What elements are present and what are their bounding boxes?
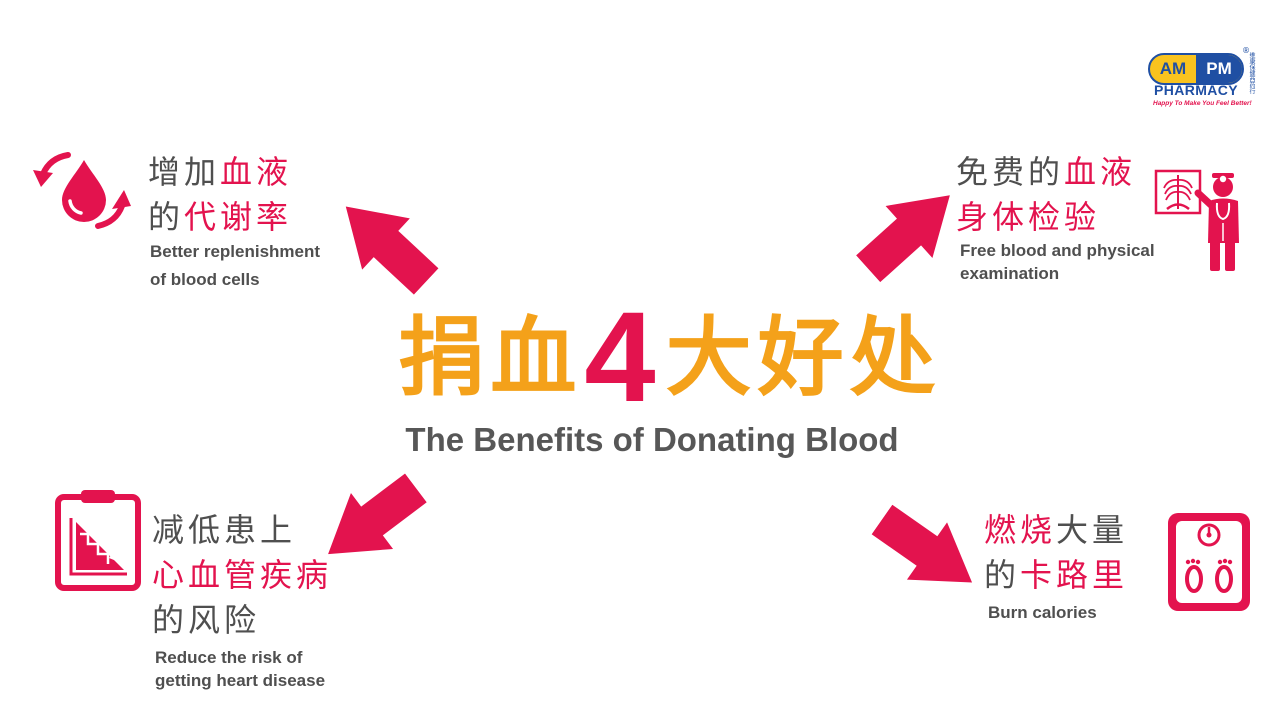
weighing-scale-icon — [1166, 511, 1252, 613]
zh-highlight: 血液 — [1064, 153, 1137, 191]
benefit-heart-disease-zh: 减低患上 心血管疾病 的风险 — [152, 508, 332, 643]
title-zh-after: 大好处 — [665, 307, 942, 408]
zh-highlight: 代谢率 — [184, 198, 293, 236]
clipboard-decline-chart-icon — [53, 488, 143, 592]
arrow-shape — [871, 504, 973, 583]
logo-tagline: Happy To Make You Feel Better! — [1153, 100, 1252, 107]
arrow-shape — [328, 473, 427, 555]
zh-text: 的 — [984, 556, 1021, 594]
logo-chinese-name: 维康保健西药行 — [1248, 52, 1255, 94]
arrow-shape — [856, 195, 950, 283]
scale-dial — [1197, 523, 1221, 547]
benefit-metabolism-en: Better replenishment of blood cells — [150, 238, 320, 294]
zh-highlight: 身体检验 — [956, 198, 1101, 236]
zh-highlight: 燃烧 — [984, 511, 1057, 549]
en-line: getting heart disease — [155, 671, 326, 690]
arrow-shape — [345, 206, 439, 295]
benefit-calories-zh: 燃烧大量 的卡路里 — [984, 508, 1128, 598]
arrow-down-left-icon — [307, 460, 437, 582]
en-line: Free blood and physical — [960, 241, 1155, 260]
en-line: examination — [960, 264, 1060, 283]
arrow-up-right-icon — [845, 169, 974, 295]
refresh-arrows — [33, 152, 131, 229]
zh-line: 身体检验 — [956, 195, 1136, 240]
doctor-xray-graphic — [1154, 169, 1239, 271]
title-zh-before: 捐血 — [398, 307, 583, 408]
en-line: Better replenishment — [150, 242, 321, 261]
logo-pharmacy-text: PHARMACY — [1153, 82, 1239, 98]
zh-line: 的卡路里 — [984, 553, 1128, 598]
zh-line: 燃烧大量 — [984, 508, 1128, 553]
en-line: Reduce the risk of — [155, 648, 303, 667]
logo-pm-text: PM — [1196, 55, 1242, 83]
zh-text: 减低患上 — [152, 511, 297, 549]
zh-highlight: 心血管疾病 — [152, 556, 333, 594]
registered-mark: ® — [1242, 46, 1250, 55]
ampm-pharmacy-logo: AM PM ® 维康保健西药行 PHARMACY Happy To Make Y… — [1146, 47, 1258, 113]
zh-line: 的代谢率 — [148, 195, 292, 240]
zh-line: 心血管疾病 — [152, 553, 332, 598]
arrow-down-right-icon — [862, 491, 992, 611]
benefit-metabolism-zh: 增加血液 的代谢率 — [148, 150, 292, 240]
page-subtitle: The Benefits of Donating Blood — [405, 421, 899, 458]
zh-line: 免费的血液 — [956, 150, 1136, 195]
logo-badge: AM PM — [1148, 53, 1244, 85]
title-number: 4 — [584, 286, 656, 429]
en-line: of blood cells — [150, 270, 260, 289]
blood-drop-refresh-graphic — [33, 152, 131, 229]
zh-line: 减低患上 — [152, 508, 332, 553]
zh-line: 的风险 — [152, 598, 332, 643]
doctor-figure — [1194, 173, 1239, 271]
arrow-up-left-icon — [322, 181, 450, 307]
blood-drop-refresh-icon — [32, 150, 132, 230]
en-line: Burn calories — [988, 603, 1097, 622]
zh-text: 大量 — [1056, 511, 1129, 549]
zh-text: 增加 — [148, 153, 221, 191]
clipboard-graphic — [55, 490, 141, 591]
blood-drop — [62, 160, 106, 222]
footprints — [1185, 558, 1233, 593]
zh-text: 的风险 — [152, 601, 261, 639]
zh-text: 免费的 — [956, 153, 1065, 191]
doctor-xray-icon — [1153, 163, 1247, 273]
zh-highlight: 血液 — [220, 153, 293, 191]
zh-highlight: 卡路里 — [1020, 556, 1129, 594]
zh-text: 的 — [148, 198, 185, 236]
benefit-heart-disease-en: Reduce the risk of getting heart disease — [155, 646, 325, 692]
benefit-free-checkup-zh: 免费的血液 身体检验 — [956, 150, 1136, 240]
benefit-calories-en: Burn calories — [988, 601, 1097, 624]
page-title: 捐血 4 大好处 — [370, 286, 970, 429]
xray-board — [1154, 169, 1202, 215]
zh-line: 增加血液 — [148, 150, 292, 195]
scale-graphic — [1168, 513, 1250, 611]
benefit-free-checkup-en: Free blood and physical examination — [960, 239, 1155, 285]
logo-am-text: AM — [1159, 59, 1187, 78]
